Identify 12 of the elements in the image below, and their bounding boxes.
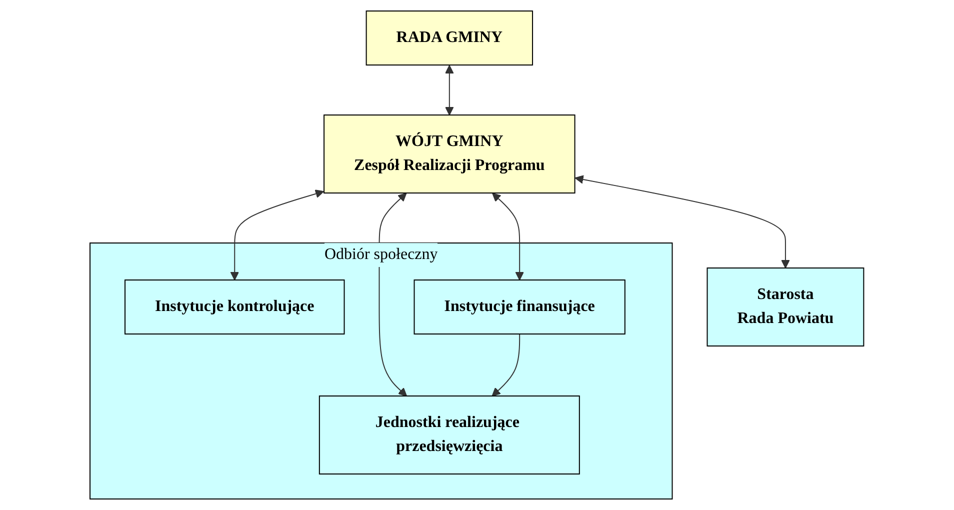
node-box: RADA GMINY (366, 10, 534, 66)
node-box: Instytucje kontrolujące (124, 280, 345, 334)
arrow (492, 334, 520, 396)
arrow (574, 175, 790, 268)
arrow (492, 192, 524, 280)
node-box: Starosta Rada Powiatu (706, 268, 864, 346)
node-box: Jednostki realizujące przedsięwzięcia (319, 396, 580, 474)
node-box: Instytucje finansujące (414, 280, 626, 334)
node-box: WÓJT GMINY Zespół Realizacji Programu (324, 114, 576, 194)
arrow (230, 190, 324, 280)
arrow (378, 192, 408, 396)
arrow (445, 65, 454, 116)
